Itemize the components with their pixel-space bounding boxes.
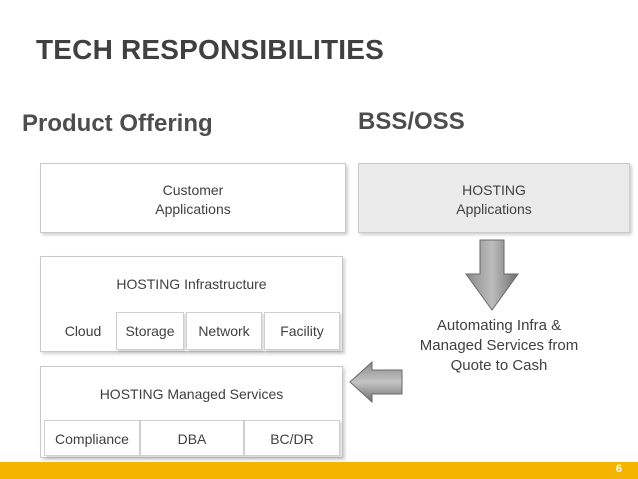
infra-cell-storage: Storage (116, 312, 184, 350)
managed-services-title: HOSTING Managed Services (99, 386, 284, 402)
infra-cell-facility: Facility (264, 312, 340, 350)
infrastructure-title: HOSTING Infrastructure (116, 276, 267, 292)
infra-cell-network: Network (186, 312, 262, 350)
bss-oss-heading: BSS/OSS (358, 108, 465, 135)
down-arrow-icon (465, 239, 519, 311)
slide-title: TECH RESPONSIBILITIES (36, 34, 385, 65)
footer-bar (0, 462, 638, 479)
product-offering-heading: Product Offering (22, 110, 213, 137)
automation-line3: Quote to Cash (450, 357, 548, 374)
infra-cell-cloud: Cloud (50, 312, 116, 350)
automation-line1: Automating Infra & (436, 317, 562, 334)
managed-cell-dba: DBA (140, 420, 244, 456)
hosting-apps-line1: HOSTING (462, 182, 526, 198)
automation-line2: Managed Services from (419, 337, 579, 354)
customer-box-line1: Customer (162, 182, 224, 198)
customer-box-line2: Applications (155, 201, 231, 217)
automation-label: Automating Infra & Managed Services from… (390, 316, 608, 376)
hosting-applications-box: HOSTING Applications (358, 163, 630, 233)
customer-applications-box: Customer Applications (40, 163, 346, 233)
managed-cell-bcdr: BC/DR (244, 420, 340, 456)
managed-cell-compliance: Compliance (44, 420, 140, 456)
page-number: 6 (615, 463, 622, 475)
hosting-apps-line2: Applications (456, 201, 532, 217)
left-arrow-icon (349, 360, 403, 404)
